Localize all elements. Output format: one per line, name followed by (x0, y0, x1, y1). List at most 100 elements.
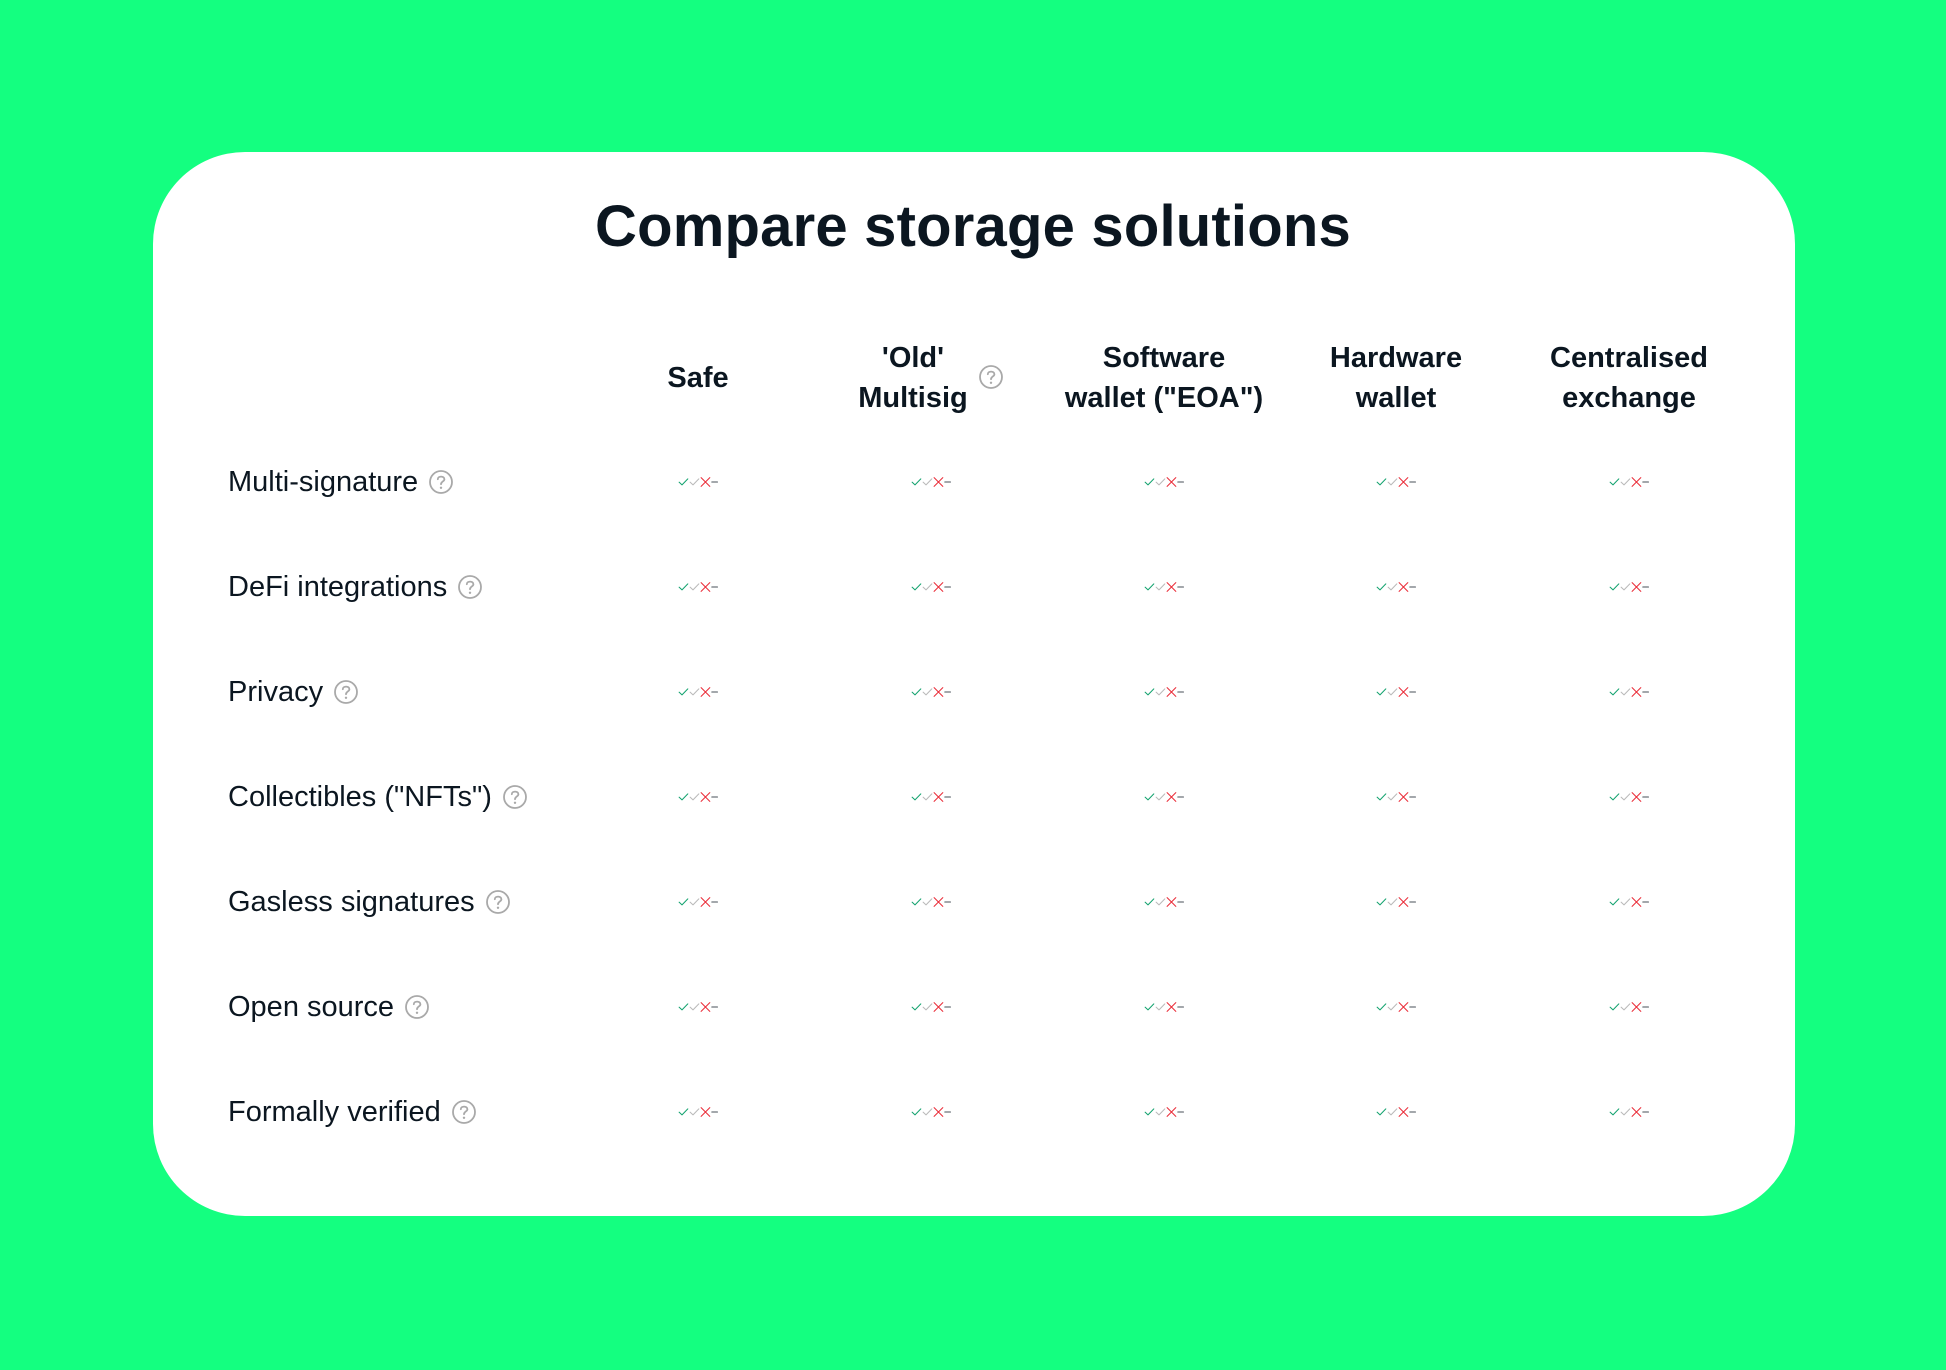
partial-check-icon (922, 898, 933, 906)
help-icon[interactable] (404, 994, 430, 1020)
help-icon[interactable] (457, 574, 483, 600)
cross-icon (1631, 582, 1642, 592)
partial-check-icon (1155, 478, 1166, 486)
partial-check-icon (1155, 1108, 1166, 1116)
partial-check-icon (689, 688, 700, 696)
cross-icon (1398, 1107, 1409, 1117)
partial-check-icon (1620, 478, 1631, 486)
check-icon (911, 1108, 922, 1116)
table-cell (1376, 462, 1416, 502)
table-cell (1376, 777, 1416, 817)
table-cell (1376, 987, 1416, 1027)
cross-icon (1166, 477, 1177, 487)
dash-icon (711, 796, 718, 798)
partial-check-icon (1620, 688, 1631, 696)
table-cell (1144, 462, 1184, 502)
partial-check-icon (1155, 583, 1166, 591)
check-icon (1376, 793, 1387, 801)
cross-icon (933, 1002, 944, 1012)
check-icon (1609, 1108, 1620, 1116)
cross-icon (933, 897, 944, 907)
help-icon[interactable] (428, 469, 454, 495)
dash-icon (711, 481, 718, 483)
cross-icon (1398, 687, 1409, 697)
dash-icon (944, 1006, 951, 1008)
row-label-text: Gasless signatures (228, 885, 475, 918)
dash-icon (944, 796, 951, 798)
help-icon[interactable] (978, 364, 1004, 390)
table-cell (678, 987, 718, 1027)
column-header-label: Software wallet ("EOA") (1064, 342, 1264, 414)
dash-icon (1177, 1111, 1184, 1113)
table-cell (1144, 672, 1184, 712)
cross-icon (1631, 1107, 1642, 1117)
table-cell (911, 672, 951, 712)
cross-icon (1398, 792, 1409, 802)
dash-icon (1642, 481, 1649, 483)
cross-icon (933, 582, 944, 592)
dash-icon (1642, 1111, 1649, 1113)
cross-icon (700, 687, 711, 697)
cross-icon (1631, 1002, 1642, 1012)
check-icon (678, 898, 689, 906)
partial-check-icon (922, 583, 933, 591)
dash-icon (1177, 796, 1184, 798)
cross-icon (1398, 582, 1409, 592)
check-icon (1609, 478, 1620, 486)
partial-check-icon (1387, 688, 1398, 696)
partial-check-icon (689, 793, 700, 801)
check-icon (911, 1003, 922, 1011)
dash-icon (1642, 796, 1649, 798)
row-label-text: Collectibles ("NFTs") (228, 780, 492, 813)
check-icon (1144, 583, 1155, 591)
check-icon (1609, 898, 1620, 906)
cross-icon (1631, 477, 1642, 487)
check-icon (1609, 583, 1620, 591)
cross-icon (700, 582, 711, 592)
table-cell (1609, 462, 1649, 502)
comparison-card (153, 152, 1795, 1216)
dash-icon (944, 481, 951, 483)
cross-icon (1166, 582, 1177, 592)
check-icon (1376, 1003, 1387, 1011)
row-label-defi-integrations: DeFi integrations (228, 567, 483, 607)
check-icon (678, 478, 689, 486)
partial-check-icon (1387, 793, 1398, 801)
dash-icon (1409, 481, 1416, 483)
cross-icon (1631, 792, 1642, 802)
table-cell (1376, 672, 1416, 712)
check-icon (1376, 1108, 1387, 1116)
row-label-open-source: Open source (228, 987, 430, 1027)
partial-check-icon (689, 1108, 700, 1116)
row-label-text: Formally verified (228, 1095, 441, 1128)
table-cell (911, 1092, 951, 1132)
dash-icon (1177, 901, 1184, 903)
check-icon (1609, 793, 1620, 801)
page-title: Compare storage solutions (595, 194, 1351, 259)
help-icon[interactable] (502, 784, 528, 810)
cross-icon (700, 477, 711, 487)
dash-icon (1642, 901, 1649, 903)
row-label-text: Multi-signature (228, 465, 419, 498)
check-icon (911, 478, 922, 486)
help-icon[interactable] (485, 889, 511, 915)
partial-check-icon (1387, 583, 1398, 591)
cross-icon (1166, 687, 1177, 697)
partial-check-icon (1620, 1108, 1631, 1116)
column-header-label: 'Old' Multisig (858, 342, 968, 414)
check-icon (1144, 1003, 1155, 1011)
table-cell (678, 567, 718, 607)
check-icon (678, 583, 689, 591)
row-label-gasless-signatures: Gasless signatures (228, 882, 511, 922)
column-header-hardware-wallet: Hardware wallet (1276, 336, 1516, 420)
partial-check-icon (689, 1003, 700, 1011)
dash-icon (711, 1111, 718, 1113)
check-icon (1376, 478, 1387, 486)
help-icon[interactable] (333, 679, 359, 705)
dash-icon (711, 901, 718, 903)
partial-check-icon (689, 583, 700, 591)
row-label-formally-verified: Formally verified (228, 1092, 477, 1132)
help-icon[interactable] (451, 1099, 477, 1125)
dash-icon (1177, 1006, 1184, 1008)
partial-check-icon (1155, 793, 1166, 801)
